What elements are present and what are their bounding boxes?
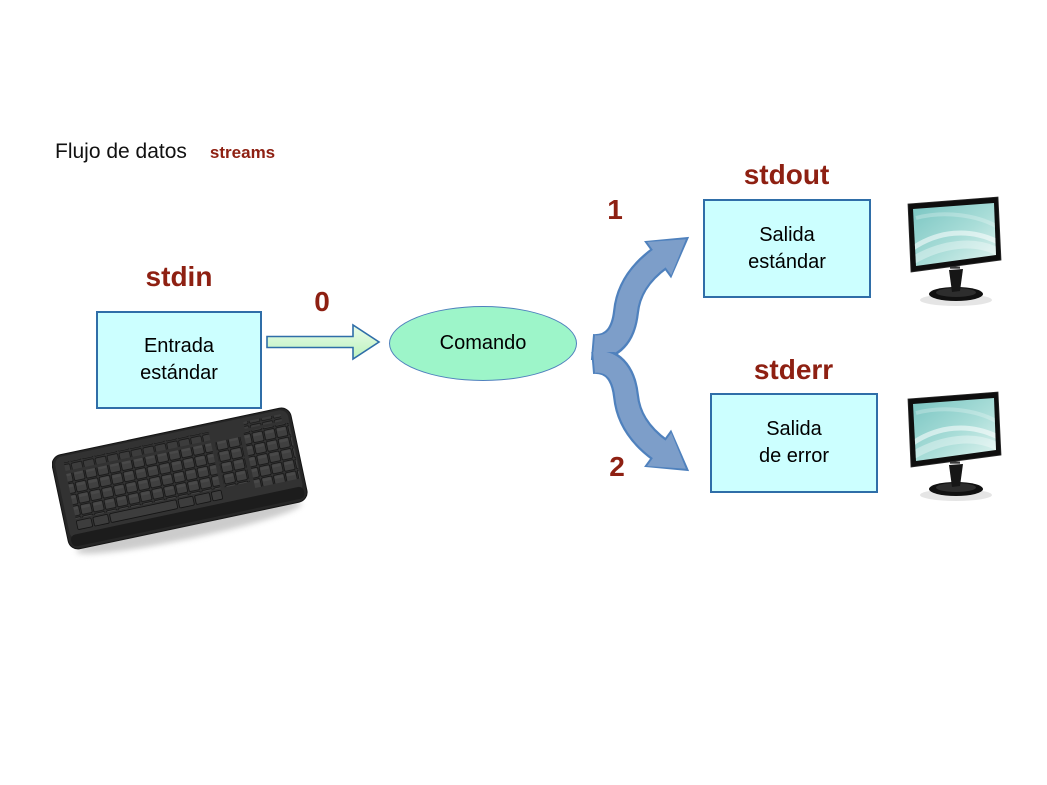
stdout-box-line1: Salida: [759, 223, 815, 246]
stdout-fd-number: 1: [607, 194, 623, 225]
title-keyword: streams: [209, 143, 276, 162]
monitor-icon: [907, 391, 1002, 501]
stdout-monitor: [898, 192, 1010, 310]
stderr-fd-number: 2: [609, 451, 625, 482]
stdin-label: stdin: [145, 261, 213, 292]
stdout-box: Salida estándar: [703, 199, 871, 298]
stderr-box-line1: Salida: [766, 418, 822, 440]
stderr-box: Salida de error: [710, 393, 878, 493]
stdin-flow-arrow: [266, 323, 381, 361]
stdin-fd-number: 0: [314, 286, 330, 317]
stdout-flow-arrow: [590, 236, 690, 360]
stdin-box: Entrada estándar: [96, 311, 262, 409]
command-label: Comando: [439, 332, 527, 354]
stdin-box-line1: Entrada: [143, 335, 215, 357]
stdout-box-line2: estándar: [748, 250, 826, 273]
stderr-flow-arrow: [591, 352, 690, 472]
monitor-icon: [907, 196, 1002, 306]
stderr-box-line2: de error: [758, 445, 830, 467]
title-text: Flujo de datos: [55, 140, 187, 163]
stderr-label: stderr: [753, 354, 834, 385]
stdin-box-line2: estándar: [140, 362, 218, 384]
stdin-keyboard: [52, 402, 312, 562]
command-node: Comando: [389, 306, 577, 381]
page-title: Flujo de datos streams: [55, 140, 275, 164]
keyboard-icon: [52, 407, 308, 554]
stderr-monitor: [898, 387, 1010, 505]
stdout-label: stdout: [743, 159, 830, 190]
